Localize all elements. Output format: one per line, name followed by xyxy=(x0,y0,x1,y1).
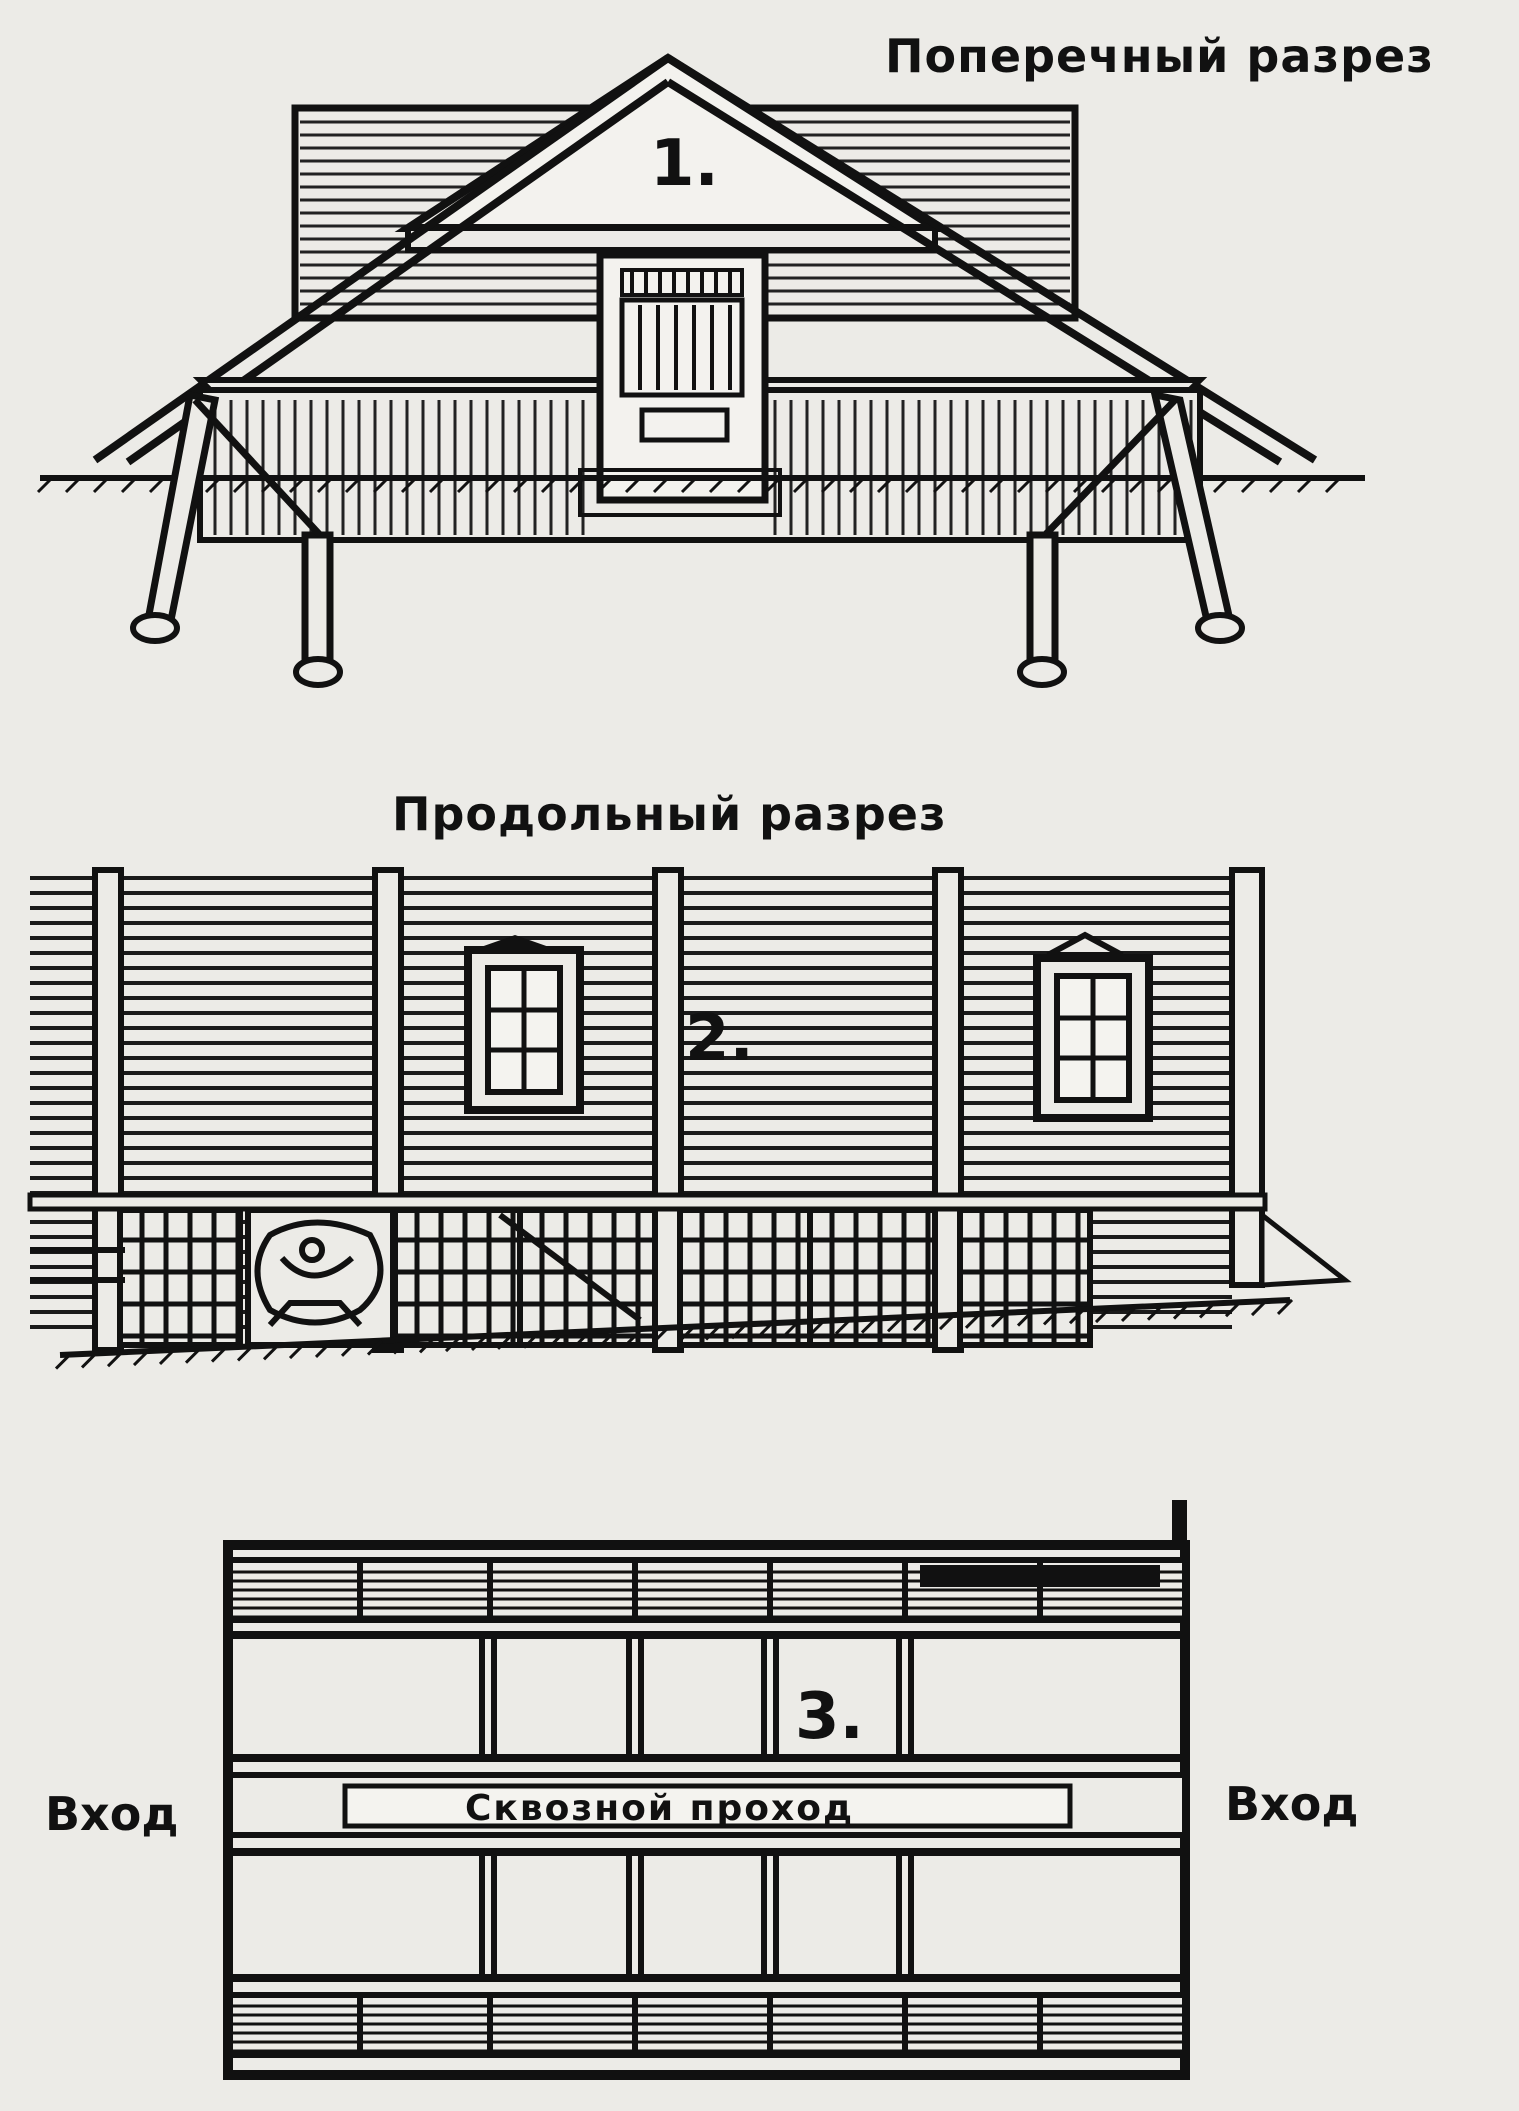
cross-section-figure: Поперечный разрез 1. xyxy=(36,29,1434,688)
floor-plan-figure: 3. Сквозной проход Вход Вход xyxy=(45,1500,1359,2080)
posts xyxy=(143,390,1235,674)
longitudinal-section-number: 2. xyxy=(685,1002,754,1076)
collar-beam xyxy=(405,225,938,253)
ground-line-2 xyxy=(59,1297,1291,1358)
cross-section-heading: Поперечный разрез xyxy=(885,29,1434,83)
ground-hatch xyxy=(36,478,1340,494)
front-wall-siding xyxy=(213,400,1193,535)
plan-corner-post xyxy=(1172,1500,1187,1545)
entrance-left-label: Вход xyxy=(45,1787,179,1841)
stall-lattice xyxy=(30,1207,1093,1348)
stall xyxy=(807,1207,938,1348)
cross-section-number: 1. xyxy=(650,127,719,201)
stall-grid xyxy=(230,1631,1185,1982)
longitudinal-section-heading: Продольный разрез xyxy=(392,787,947,841)
ground-hatch xyxy=(54,1298,1294,1370)
corner-post xyxy=(1229,867,1265,1288)
animal-sketch xyxy=(245,1207,396,1348)
ground-slope xyxy=(1259,1209,1352,1288)
band-hatch xyxy=(232,1562,1183,2053)
window-left xyxy=(464,935,584,1114)
plinth-belt xyxy=(27,1192,1268,1212)
longitudinal-section-figure: Продольный разрез 2. xyxy=(27,787,1352,1370)
wall-post xyxy=(932,867,964,1353)
post-footings xyxy=(130,612,1245,688)
entrance-right-label: Вход xyxy=(1225,1777,1359,1831)
floor-plan-number: 3. xyxy=(795,1680,864,1754)
passage-label-box xyxy=(342,1783,1073,1829)
passage-label: Сквозной проход xyxy=(465,1788,854,1829)
stall xyxy=(392,1207,523,1348)
window-right xyxy=(1033,931,1153,1122)
door xyxy=(578,251,782,517)
stall xyxy=(117,1207,243,1348)
wall-post xyxy=(652,867,684,1353)
